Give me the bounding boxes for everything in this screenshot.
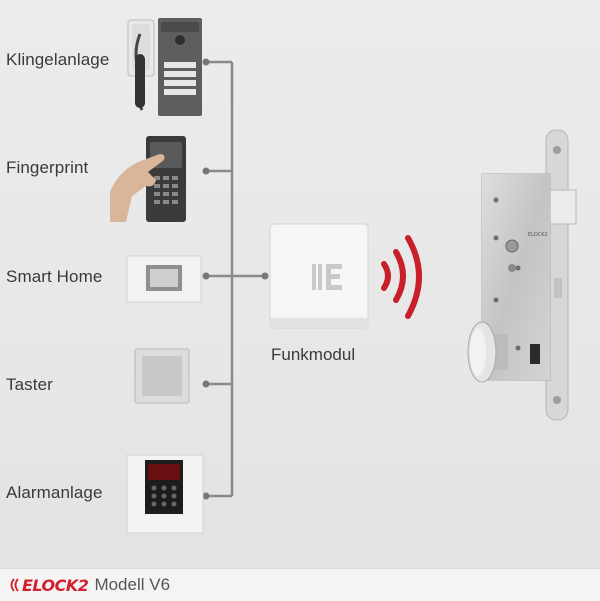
alarm-panel-icon — [126, 454, 204, 534]
connector-dot — [261, 272, 269, 280]
smart-home-panel-icon — [126, 255, 202, 303]
brand-name: ELOCK2 — [22, 575, 89, 595]
model-name: Modell V6 — [94, 575, 171, 594]
connector-dot — [202, 167, 210, 175]
connector-dot — [202, 492, 210, 500]
fingerprint-reader-icon — [110, 136, 186, 222]
lock-engraving: ELOCK2 — [528, 232, 548, 238]
mortise-lock-icon: ELOCK2 — [467, 129, 577, 421]
label-taster: Taster — [6, 375, 53, 394]
brand: ELOCK2 Modell V6 — [8, 574, 170, 596]
connector-dot — [202, 272, 210, 280]
connector-dot — [202, 58, 210, 66]
footer-bar — [0, 568, 600, 601]
push-button-icon — [134, 348, 190, 404]
label-klingelanlage: Klingelanlage — [6, 50, 110, 69]
radio-module-icon — [269, 223, 369, 329]
label-fingerprint: Fingerprint — [6, 158, 89, 177]
intercom-icon — [127, 18, 202, 116]
elock2-logo-mark-icon — [10, 578, 19, 592]
elock2-logo: ELOCK2 — [8, 575, 89, 595]
funkmodul-label: Funkmodul — [271, 345, 356, 364]
wireless-signal-icon — [381, 235, 422, 319]
connector-dot — [202, 380, 210, 388]
label-smart-home: Smart Home — [6, 267, 103, 286]
label-alarmanlage: Alarmanlage — [6, 483, 103, 502]
